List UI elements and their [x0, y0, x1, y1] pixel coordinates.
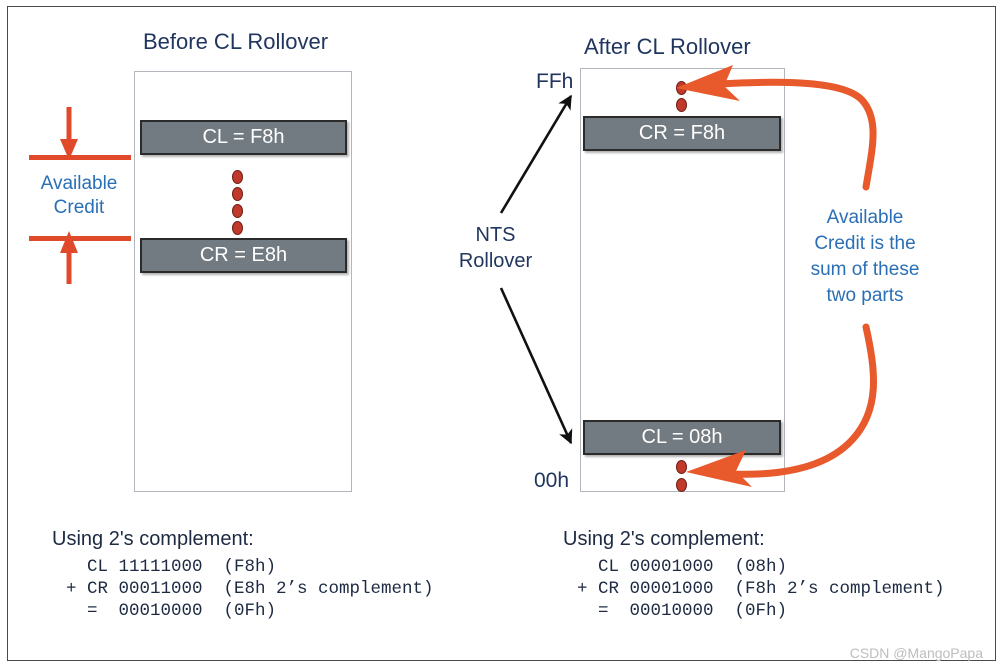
available-credit-line2: Credit [53, 197, 105, 218]
ellipsis-dot [232, 221, 243, 235]
nts-rollover-label: NTS Rollover [438, 222, 553, 274]
right-code-block: Using 2's complement: CL 00001000 (08h) … [563, 528, 945, 622]
right-code-line-3: = 00010000 (0Fh) [577, 601, 788, 621]
right-panel-title: After CL Rollover [584, 34, 751, 59]
left-code-heading: Using 2's complement: [52, 528, 254, 550]
ellipsis-dot [676, 460, 687, 474]
ellipsis-dot [232, 187, 243, 201]
axis-label-ffh: FFh [536, 70, 574, 93]
annotation-line-1: Available [826, 207, 904, 228]
annotation-line-4: two parts [826, 285, 904, 306]
after-bar-cl: CL = 08h [583, 420, 781, 455]
right-code-line-1: CL 00001000 (08h) [577, 557, 788, 577]
credit-bracket-top-rule [29, 155, 131, 160]
left-panel-title: Before CL Rollover [143, 29, 329, 54]
before-bar-cl: CL = F8h [140, 120, 347, 155]
after-bar-cr: CR = F8h [583, 116, 781, 151]
available-credit-line1: Available [40, 173, 118, 194]
credit-bracket-bottom-rule [29, 236, 131, 241]
ellipsis-dot [676, 98, 687, 112]
ellipsis-dot [232, 204, 243, 218]
left-code-line-1: CL 11111000 (F8h) [66, 557, 277, 577]
ellipsis-dot [676, 81, 687, 95]
left-code-line-3: = 00010000 (0Fh) [66, 601, 277, 621]
nts-rollover-line2: Rollover [458, 250, 533, 272]
annotation-line-2: Credit is the [814, 233, 916, 254]
annotation-line-3: sum of these [810, 259, 920, 280]
ellipsis-dot [676, 478, 687, 492]
axis-label-00h: 00h [534, 469, 570, 492]
left-code-block: Using 2's complement: CL 11111000 (F8h) … [52, 528, 434, 622]
watermark: CSDN @MangoPapa [849, 645, 983, 661]
before-bar-cr: CR = E8h [140, 238, 347, 273]
nts-rollover-line1: NTS [475, 224, 516, 246]
right-code-line-2: + CR 00001000 (F8h 2’s complement) [577, 579, 945, 599]
ellipsis-dot [232, 170, 243, 184]
right-code-heading: Using 2's complement: [563, 528, 765, 550]
left-code-line-2: + CR 00011000 (E8h 2’s complement) [66, 579, 434, 599]
